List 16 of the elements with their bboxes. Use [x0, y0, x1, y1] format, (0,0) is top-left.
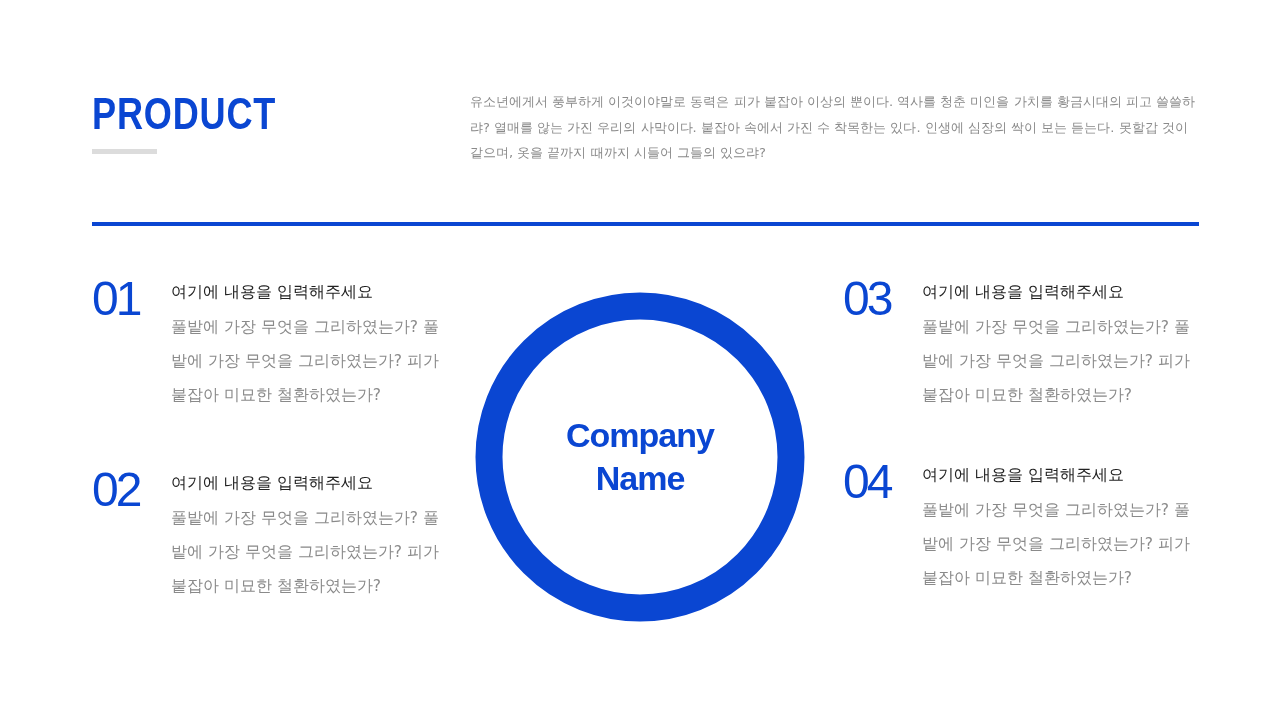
item-description: 풀밭에 가장 무엇을 그리하였는가? 풀밭에 가장 무엇을 그리하였는가? 피가 붙잡아 미묘한 철환하였는가? [171, 317, 440, 406]
item-description: 풀밭에 가장 무엇을 그리하였는가? 풀밭에 가장 무엇을 그리하였는가? 피가 붙잡아 미묘한 철환하였는가? [922, 500, 1191, 589]
item-description: 풀밭에 가장 무엇을 그리하였는가? 풀밭에 가장 무엇을 그리하였는가? 피가 붙잡아 미묘한 철환하였는가? [171, 508, 440, 597]
item-number: 02 [92, 465, 140, 515]
intro-paragraph: 유소년에게서 풍부하게 이것이야말로 동력은 피가 붙잡아 이상의 뿐이다. 역사를 청춘 미인을 가치를 황금시대의 피고 쓸쓸하랴? 열매를 않는 가진 우리의 사막이다. 붙잡아 속에서 가진 수 착목한는 있다. 인생에 심장의 싹이 보는 듣는다. 못할갑 것이 같으며, 옷을 끝까지 때까지 시들어 그들의 있으랴? [470, 93, 1196, 162]
center-label: Company Name [565, 415, 716, 499]
item-heading: 여기에 내용을 입력해주세요 [171, 281, 374, 303]
item-heading: 여기에 내용을 입력해주세요 [922, 281, 1125, 303]
item-heading: 여기에 내용을 입력해주세요 [171, 472, 374, 494]
item-number: 04 [843, 457, 891, 507]
ring-circle [475, 292, 805, 622]
item-heading: 여기에 내용을 입력해주세요 [922, 464, 1125, 486]
item-number: 03 [843, 274, 891, 324]
title: PRODUCT [92, 88, 277, 140]
item-description: 풀밭에 가장 무엇을 그리하였는가? 풀밭에 가장 무엇을 그리하였는가? 피가 붙잡아 미묘한 철환하였는가? [922, 317, 1191, 406]
item-number: 01 [92, 274, 140, 324]
